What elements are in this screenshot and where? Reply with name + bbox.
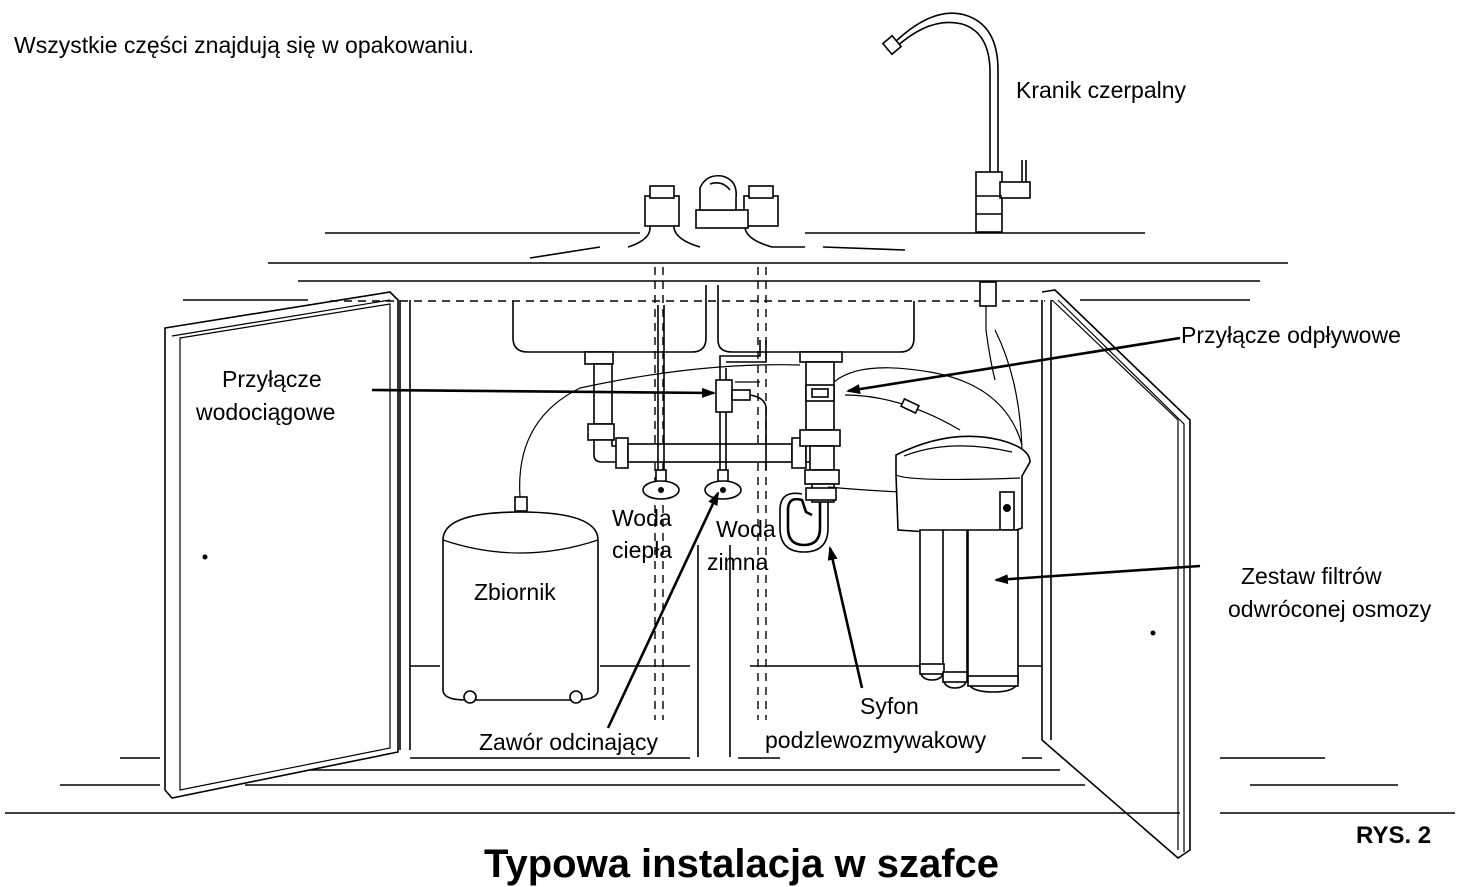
sink-faucet <box>627 174 805 248</box>
diagram-title: Typowa instalacja w szafce <box>484 842 999 886</box>
ro-filter-unit <box>895 435 1031 693</box>
label-hot-water-line1: Woda <box>612 505 672 531</box>
left-cabinet-door <box>164 291 399 799</box>
cabinet-walls <box>399 300 1052 759</box>
label-cold-water-line2: zimna <box>707 549 769 575</box>
label-trap-line2: podzlewozmywakowy <box>765 727 987 753</box>
label-tank: Zbiornik <box>474 579 556 605</box>
label-filter-set-line2: odwróconej osmozy <box>1228 596 1432 622</box>
label-hot-water-line2: ciepła <box>612 537 672 563</box>
label-trap-line1: Syfon <box>860 693 919 719</box>
storage-tank <box>442 496 599 704</box>
label-filter-set-line1: Zestaw filtrów <box>1241 563 1382 589</box>
label-faucet: Kranik czerpalny <box>1016 77 1187 103</box>
drain-pipes <box>584 351 843 553</box>
label-shutoff-valve: Zawór odcinający <box>479 729 658 755</box>
label-water-supply-line2: wodociągowe <box>195 399 335 425</box>
right-cabinet-door <box>1041 289 1191 860</box>
figure-number: RYS. 2 <box>1356 822 1431 849</box>
ro-faucet <box>881 12 1031 381</box>
label-cold-water-line1: Woda <box>716 516 776 542</box>
leader-arrows <box>371 336 1201 729</box>
tubing <box>519 329 1023 498</box>
countertop <box>183 232 1288 302</box>
label-drain-connection: Przyłącze odpływowe <box>1181 322 1401 348</box>
water-supply-pipes <box>642 305 767 500</box>
cabinet-base <box>5 757 1455 814</box>
label-water-supply-line1: Przyłącze <box>222 366 322 392</box>
intro-text: Wszystkie części znajdują się w opakowan… <box>14 32 474 58</box>
